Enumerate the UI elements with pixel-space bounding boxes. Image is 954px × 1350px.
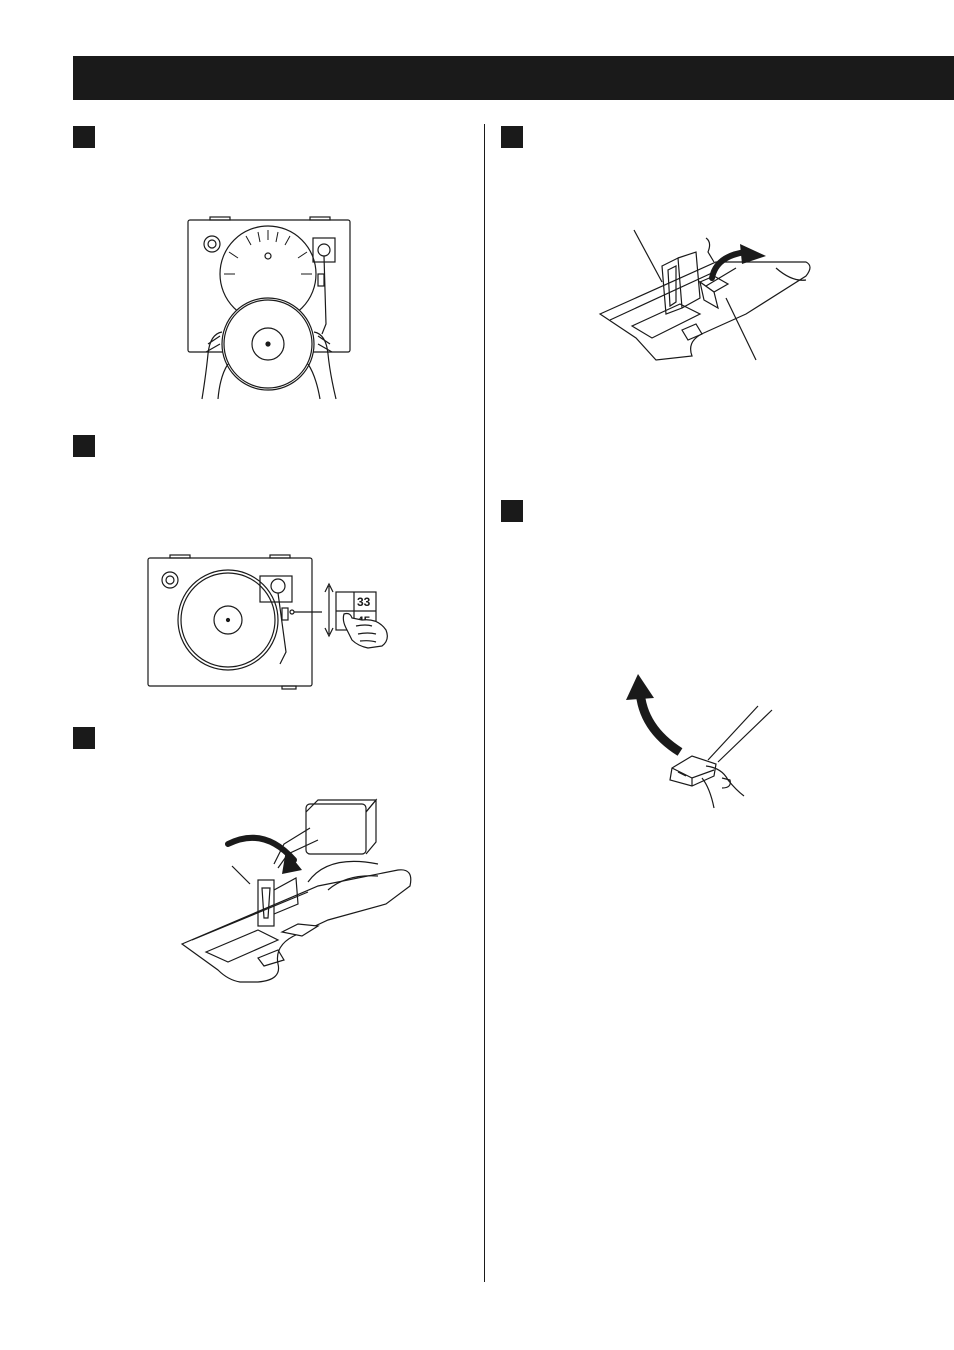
step-marker-4 bbox=[501, 126, 523, 148]
step-marker-2 bbox=[73, 435, 95, 457]
record-placement-illustration bbox=[180, 214, 360, 404]
tonearm-release-illustration bbox=[178, 794, 418, 984]
step-marker-5 bbox=[501, 500, 523, 522]
speed-33-label: 33 bbox=[357, 595, 371, 609]
speed-selector-illustration: 33 45 bbox=[146, 554, 396, 694]
step-marker-1 bbox=[73, 126, 95, 148]
stylus-cover-removal-illustration bbox=[618, 670, 788, 820]
header-bar bbox=[73, 56, 954, 100]
armrest-clamp-illustration bbox=[596, 222, 816, 372]
step-marker-3 bbox=[73, 727, 95, 749]
column-divider bbox=[484, 124, 485, 1282]
